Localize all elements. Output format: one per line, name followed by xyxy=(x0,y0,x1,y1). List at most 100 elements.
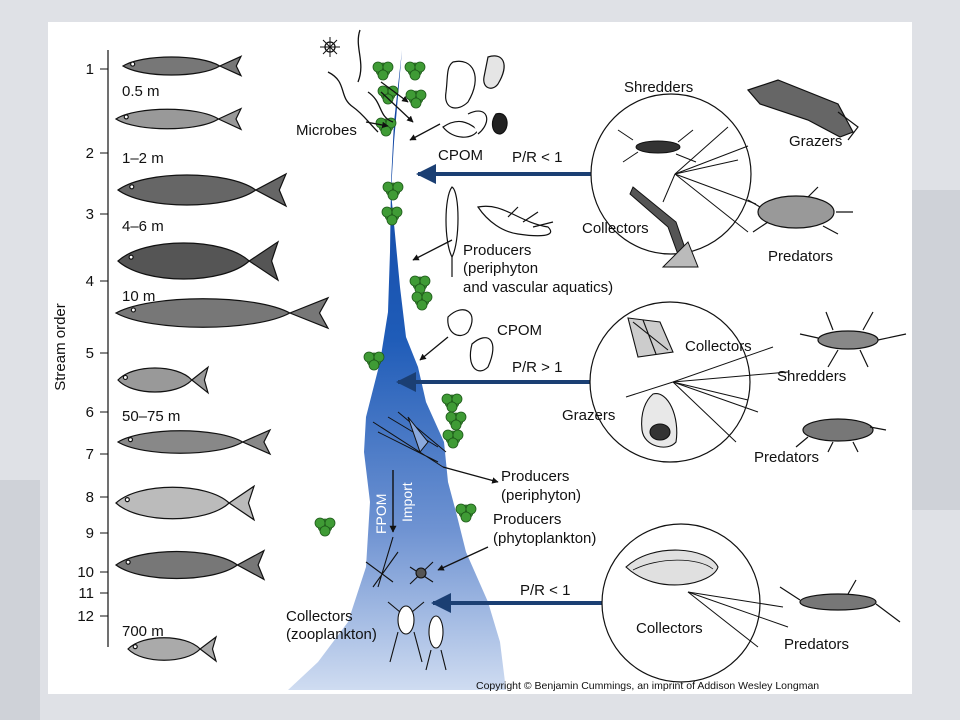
collectors-lower-circle-label: Collectors xyxy=(636,620,703,637)
phytoplankton-drawing xyxy=(365,536,489,588)
fish-drawing xyxy=(114,296,330,330)
producers-upper-label-3: and vascular aquatics) xyxy=(463,279,613,296)
microbes-label: Microbes xyxy=(296,122,357,139)
predators-lower-label: Predators xyxy=(784,636,849,653)
axis-tick-label: 11 xyxy=(78,585,94,602)
fish-eye xyxy=(125,559,131,565)
moss-clump xyxy=(363,351,385,371)
axis-title: Stream order xyxy=(52,303,69,391)
fpom-label: FPOM xyxy=(373,494,389,534)
fish-eye xyxy=(130,307,136,313)
background-band-left xyxy=(0,480,40,720)
moss-clump xyxy=(375,117,397,137)
lower-functional-group-circle: Collectors Predators xyxy=(601,523,849,683)
fish-column xyxy=(114,55,330,663)
axis-tick-label: 2 xyxy=(86,145,94,162)
axis-tick-label: 3 xyxy=(86,206,94,223)
upper-functional-group-circle: Shredders Grazers Collectors Predators xyxy=(582,79,842,268)
shredder-stonefly-drawing xyxy=(799,311,907,368)
cpom-middle-label: CPOM xyxy=(497,322,542,339)
moss-clump xyxy=(405,89,427,109)
moss-clump xyxy=(372,61,394,81)
cpom-leaves-middle xyxy=(419,309,494,372)
producers-lower-label-2: (phytoplankton) xyxy=(493,530,596,547)
fish-drawing xyxy=(127,635,218,663)
zooplankton-drawing xyxy=(387,601,447,671)
width-label: 4–6 m xyxy=(122,218,164,235)
width-label: 50–75 m xyxy=(122,408,180,425)
fish-drawing xyxy=(116,172,288,208)
fish-drawing xyxy=(116,428,272,456)
fish-drawing xyxy=(121,55,243,77)
collectors-lower-label-2: (zooplankton) xyxy=(286,626,377,643)
fish-drawing xyxy=(115,484,256,522)
moss-clump xyxy=(441,393,463,413)
producers-lower-label-1: Producers xyxy=(493,511,561,528)
predators-middle-label: Predators xyxy=(754,449,819,466)
cpom-upper-label: CPOM xyxy=(438,147,483,164)
width-label: 10 m xyxy=(122,288,155,305)
fish-eye xyxy=(129,184,135,190)
producers-upper-drawing xyxy=(412,186,554,277)
width-label: 0.5 m xyxy=(122,83,160,100)
producers-middle-label-2: (periphyton) xyxy=(501,487,581,504)
axis-tick-label: 6 xyxy=(86,404,94,421)
fish-eye xyxy=(123,114,129,120)
fpom-producers-drawing xyxy=(372,411,499,484)
axis-tick-label: 5 xyxy=(86,345,94,362)
width-label: 1–2 m xyxy=(122,150,164,167)
axis-tick-label: 1 xyxy=(86,61,94,78)
fish-eye xyxy=(124,497,130,503)
stream-width-labels: 0.5 m 1–2 m 4–6 m 10 m 50–75 m 700 m xyxy=(122,83,180,640)
collectors-middle-label: Collectors xyxy=(685,338,752,355)
fish-eye xyxy=(127,437,134,443)
fish-eye xyxy=(122,374,128,381)
fish-drawing xyxy=(114,107,243,131)
predator-larva-upper-drawing xyxy=(747,186,853,235)
pr-upper-label: P/R < 1 xyxy=(512,149,562,166)
moss-clump xyxy=(381,206,403,226)
producers-middle-label-1: Producers xyxy=(501,468,569,485)
fish-drawing xyxy=(117,240,280,282)
collectors-upper-label: Collectors xyxy=(582,220,649,237)
pr-lower-label: P/R < 1 xyxy=(520,582,570,599)
fish-drawing xyxy=(117,365,210,395)
predator-larva-lower-drawing xyxy=(779,579,901,623)
stream-channel xyxy=(288,50,506,690)
middle-functional-group-circle: Collectors Shredders Grazers Predators xyxy=(562,301,846,466)
grazers-upper-label: Grazers xyxy=(789,133,842,150)
fish-drawing xyxy=(114,549,266,581)
producers-upper-label-1: Producers xyxy=(463,242,531,259)
moss-clump xyxy=(455,503,477,523)
fish-eye xyxy=(128,254,134,260)
axis-tick-label: 4 xyxy=(86,273,94,290)
width-label: 700 m xyxy=(122,623,164,640)
background-band-right xyxy=(912,190,960,510)
predators-upper-label: Predators xyxy=(768,248,833,265)
moss-clump xyxy=(445,411,467,431)
shredders-upper-label: Shredders xyxy=(624,79,693,96)
predator-larva-middle-drawing xyxy=(795,418,887,453)
grazer-caddis-case-drawing xyxy=(746,79,859,141)
moss-clump xyxy=(409,275,431,295)
fish-eye xyxy=(130,61,136,67)
axis-tick-label: 9 xyxy=(86,525,94,542)
cpom-leaves-upper xyxy=(409,55,508,141)
moss-clump xyxy=(377,85,399,105)
axis-tick-label: 10 xyxy=(77,564,94,581)
moss-clump xyxy=(382,181,404,201)
moss-clump xyxy=(411,291,433,311)
pr-middle-label: P/R > 1 xyxy=(512,359,562,376)
moss-clump xyxy=(404,61,426,81)
collectors-lower-label-1: Collectors xyxy=(286,608,353,625)
moss-clump xyxy=(442,429,464,449)
copyright-text: Copyright © Benjamin Cummings, an imprin… xyxy=(476,680,819,692)
moss-clumps xyxy=(314,61,477,537)
grazers-middle-label: Grazers xyxy=(562,407,615,424)
moss-clump xyxy=(314,517,336,537)
